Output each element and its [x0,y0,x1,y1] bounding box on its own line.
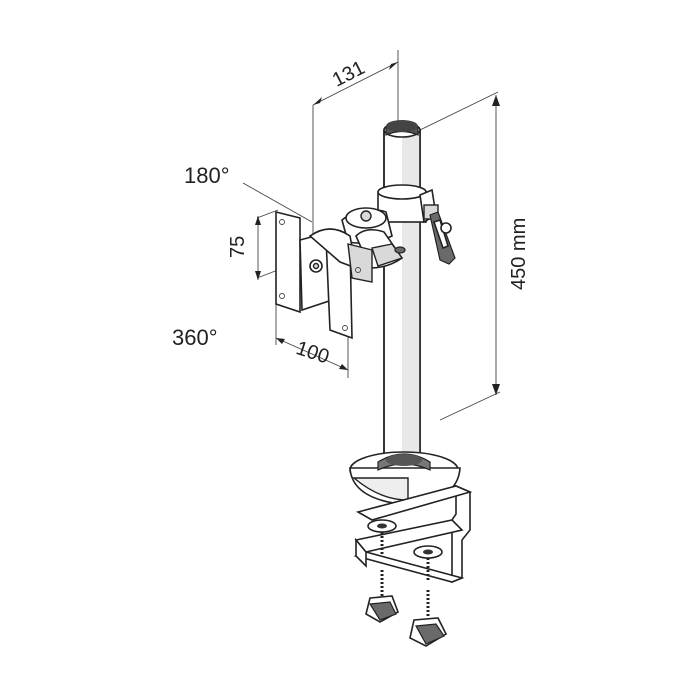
pole [383,120,421,461]
dim-height: 450 mm [419,91,530,421]
desk-clamp-bracket [353,484,473,584]
dim-height-label: 450 mm [508,218,530,290]
height-collar [377,184,439,224]
clamp-screw-right [409,545,448,647]
clamp-lever [429,211,456,265]
tilt-head [341,207,406,269]
vesa-plate [275,210,373,340]
dim-vesa-horizontal-label: 100 [293,337,332,368]
clamp-screw-left [365,519,399,623]
rotation-rotate-label: 360° [172,325,218,350]
dim-vesa-vertical-label: 75 [227,236,249,258]
rotation-rotate-callout: 360° [172,325,218,350]
dim-top-width-label: 131 [329,57,369,92]
rotation-tilt-label: 180° [184,163,230,188]
rotation-tilt-callout: 180° [184,163,313,223]
dim-vesa-vertical: 75 [227,209,279,280]
